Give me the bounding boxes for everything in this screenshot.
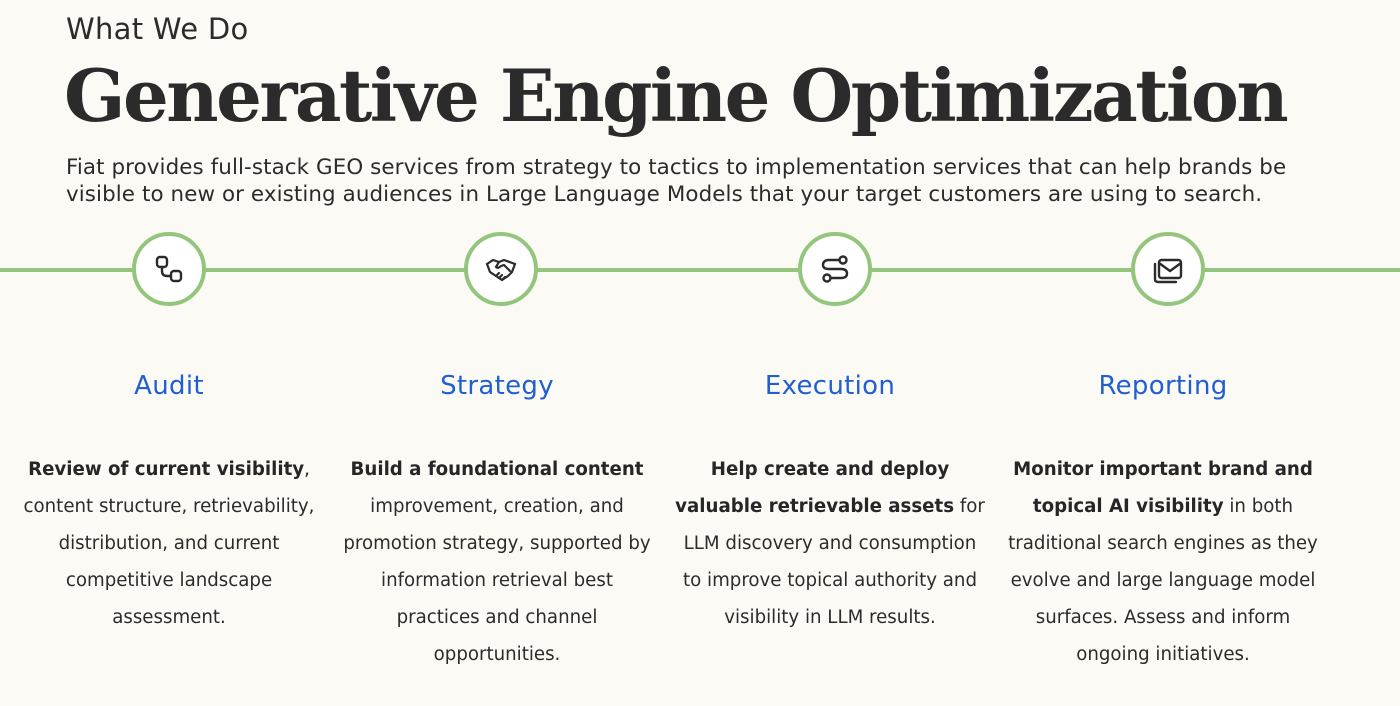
step-audit: Audit Review of current visibility, cont… bbox=[9, 365, 329, 636]
step-description-emphasis: Build a foundational content bbox=[350, 459, 644, 480]
timeline-node-reporting bbox=[1131, 232, 1205, 306]
step-description: Build a foundational content improvement… bbox=[337, 451, 657, 673]
step-description-text: in both traditional search engines as th… bbox=[1008, 496, 1318, 665]
intro-paragraph: Fiat provides full-stack GEO services fr… bbox=[66, 155, 1287, 207]
timeline-node-audit bbox=[132, 232, 206, 306]
route-icon bbox=[821, 255, 849, 283]
step-reporting: Reporting Monitor important brand and to… bbox=[1003, 365, 1323, 673]
timeline-line bbox=[0, 268, 1400, 272]
step-title: Audit bbox=[134, 371, 204, 401]
step-description-text: improvement, creation, and promotion str… bbox=[343, 496, 651, 665]
step-strategy: Strategy Build a foundational content im… bbox=[337, 365, 657, 673]
step-description-emphasis: Review of current visibility bbox=[28, 459, 305, 480]
step-execution: Execution Help create and deploy valuabl… bbox=[670, 365, 990, 636]
step-description: Monitor important brand and topical AI v… bbox=[1003, 451, 1323, 673]
page-title: Generative Engine Optimization bbox=[64, 53, 1289, 138]
section-eyebrow: What We Do bbox=[66, 12, 249, 46]
step-description-text: , content structure, retrievability, dis… bbox=[23, 459, 315, 628]
step-title: Reporting bbox=[1098, 371, 1228, 401]
timeline-node-strategy bbox=[464, 232, 538, 306]
nodes-icon bbox=[155, 255, 183, 283]
step-title: Strategy bbox=[440, 371, 554, 401]
step-description: Help create and deploy valuable retrieva… bbox=[670, 451, 990, 636]
mail-stack-icon bbox=[1153, 258, 1183, 284]
step-description: Review of current visibility, content st… bbox=[9, 451, 329, 636]
handshake-icon bbox=[485, 258, 517, 282]
step-description-emphasis: Monitor important brand and topical AI v… bbox=[1013, 459, 1313, 517]
step-description-text: for LLM discovery and consumption to imp… bbox=[682, 496, 985, 628]
timeline-node-execution bbox=[798, 232, 872, 306]
step-title: Execution bbox=[764, 371, 896, 401]
step-description-emphasis: Help create and deploy valuable retrieva… bbox=[675, 459, 955, 517]
